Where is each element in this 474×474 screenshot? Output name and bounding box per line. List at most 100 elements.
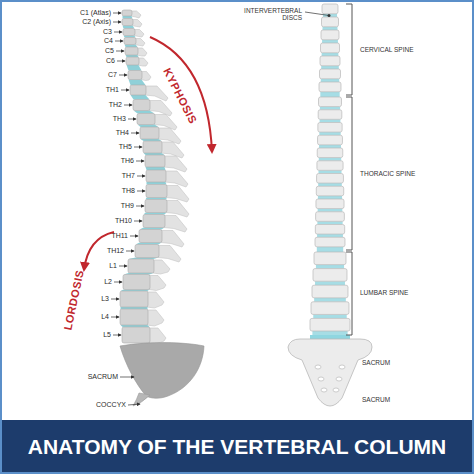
label-pointer: [137, 191, 145, 192]
title-banner: [0, 420, 474, 474]
intervertebral-disc: [147, 182, 167, 185]
spinous-process: [132, 20, 142, 28]
label-pointer: [113, 13, 121, 14]
vertebra-label: C1 (Atlas): [80, 9, 111, 17]
intervertebral-disc: [320, 119, 341, 122]
intervertebral-disc: [316, 265, 344, 269]
label-pointer: [137, 176, 145, 177]
vertebral-body: [146, 170, 166, 182]
label-pointer: [113, 335, 121, 336]
spinous-process: [166, 186, 189, 203]
intervertebral-disc: [318, 196, 342, 199]
vertebra-label: C3: [103, 28, 112, 36]
label-pointer: [113, 22, 121, 23]
label-pointer: [131, 133, 139, 134]
sacral-foramen: [339, 365, 345, 369]
vertebral-body: [122, 19, 133, 26]
spinous-process: [138, 58, 148, 66]
vertebral-body: [122, 10, 132, 16]
vertebral-body: [139, 230, 162, 243]
intervertebral-disc: [318, 209, 343, 212]
region-label: SACRUM: [362, 396, 390, 403]
intervertebral-disc: [134, 111, 155, 114]
spinous-process: [158, 246, 181, 263]
spinous-process: [147, 310, 164, 326]
label-pointer: [130, 236, 138, 237]
label-pointer: [128, 119, 136, 120]
sacral-foramen: [318, 377, 324, 381]
vertebra-label: TH12: [107, 247, 124, 255]
vertebra-label: TH9: [121, 202, 134, 210]
intervertebral-disc: [320, 107, 340, 110]
intervertebral-disc: [131, 95, 150, 100]
vertebral-body: [311, 302, 349, 315]
vertebra-label: TH6: [121, 157, 134, 165]
spinous-process: [164, 216, 187, 233]
intervertebral-disc: [319, 158, 341, 161]
intervertebral-disc: [146, 167, 166, 170]
vertebra-label: TH5: [119, 143, 132, 151]
intervertebral-disc: [319, 145, 341, 148]
vertebral-body: [135, 245, 159, 258]
label-pointer: [117, 61, 125, 62]
label-pointer: [119, 266, 127, 267]
vertebra-label: TH11: [111, 232, 128, 240]
spinous-process: [141, 72, 151, 81]
curvature-label: LORDOSIS: [61, 269, 86, 332]
region-bracket: [346, 252, 352, 335]
vertebral-body: [316, 212, 345, 222]
vertebra-label: TH4: [116, 129, 129, 137]
spinous-process: [161, 231, 184, 248]
spinous-process: [165, 171, 188, 187]
vertebral-body: [123, 29, 135, 36]
vertebra-label: TH3: [113, 115, 126, 123]
vertebral-body: [322, 4, 338, 14]
vertebra-label: L5: [103, 331, 111, 339]
sacrum-shape: [288, 339, 372, 406]
vertebral-body: [320, 56, 340, 66]
vertebral-body: [317, 174, 344, 184]
region-label: THORACIC SPINE: [360, 170, 415, 177]
intervertebral-disc: [314, 298, 346, 302]
vertebral-body: [123, 275, 150, 290]
intervertebral-disc: [315, 281, 345, 285]
spinous-process: [131, 11, 141, 18]
label-pointer: [119, 75, 127, 76]
vertebral-body: [130, 85, 146, 95]
vertebra-label: C6: [106, 57, 115, 65]
intervertebral-disc: [319, 132, 340, 135]
vertebral-body: [312, 285, 348, 298]
vertebral-body: [310, 318, 350, 331]
sacral-foramen: [333, 388, 339, 392]
intervertebral-disc: [123, 16, 133, 19]
leader-dot: [328, 14, 331, 17]
spinous-process: [166, 201, 189, 218]
spinous-process: [149, 328, 166, 344]
label-pointer: [134, 147, 142, 148]
vertebral-body: [321, 43, 340, 53]
vertebral-body: [317, 161, 343, 171]
side-view-spine: [84, 10, 212, 406]
vertebra-label: C4: [104, 37, 113, 45]
vertebral-body: [318, 123, 342, 133]
intervertebral-disc: [125, 45, 138, 48]
vertebral-body: [124, 38, 136, 45]
spinous-process: [135, 39, 145, 47]
vertebra-label: L1: [109, 262, 117, 270]
intervertebral-disc: [321, 79, 339, 82]
vertebral-body: [128, 71, 142, 80]
spinous-process: [137, 48, 147, 56]
region-bracket: [346, 97, 352, 250]
vertebral-body: [322, 17, 339, 27]
vertebral-body: [143, 215, 165, 228]
label-pointer: [124, 105, 132, 106]
label-pointer: [115, 41, 123, 42]
vertebral-body: [319, 97, 342, 107]
vertebral-body: [122, 327, 150, 343]
vertebral-body: [128, 259, 154, 273]
label-pointer: [134, 221, 142, 222]
vertebral-body: [143, 141, 162, 153]
kyphosis-arrow: [150, 37, 212, 152]
part-label: COCCYX: [96, 401, 126, 409]
intervertebral-disc: [322, 40, 338, 43]
